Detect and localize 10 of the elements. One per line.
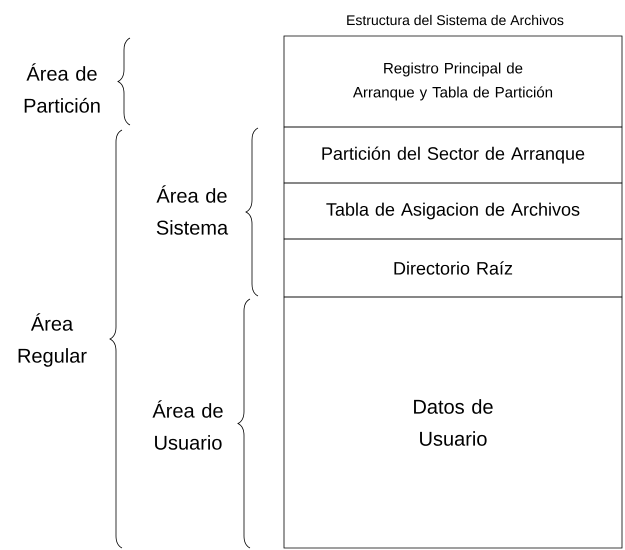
title: Estructura del Sistema de Archivos bbox=[347, 14, 564, 26]
brace-label: Área de Usuario bbox=[152, 400, 223, 450]
table-row: Tabla de Asigacion de Archivos bbox=[284, 182, 622, 240]
table-row: Datos de Usuario bbox=[284, 296, 622, 548]
table-row: Registro Principal de Arranque y Tabla de Partición bbox=[284, 36, 622, 128]
table-row: Partición del Sector de Arranque bbox=[284, 126, 622, 184]
brace-label: Área de Partición bbox=[24, 63, 100, 113]
brace-label: Área de Sistema bbox=[156, 185, 228, 235]
brace-label: Área Regular bbox=[18, 313, 87, 367]
table-row: Directorio Raíz bbox=[284, 238, 622, 298]
